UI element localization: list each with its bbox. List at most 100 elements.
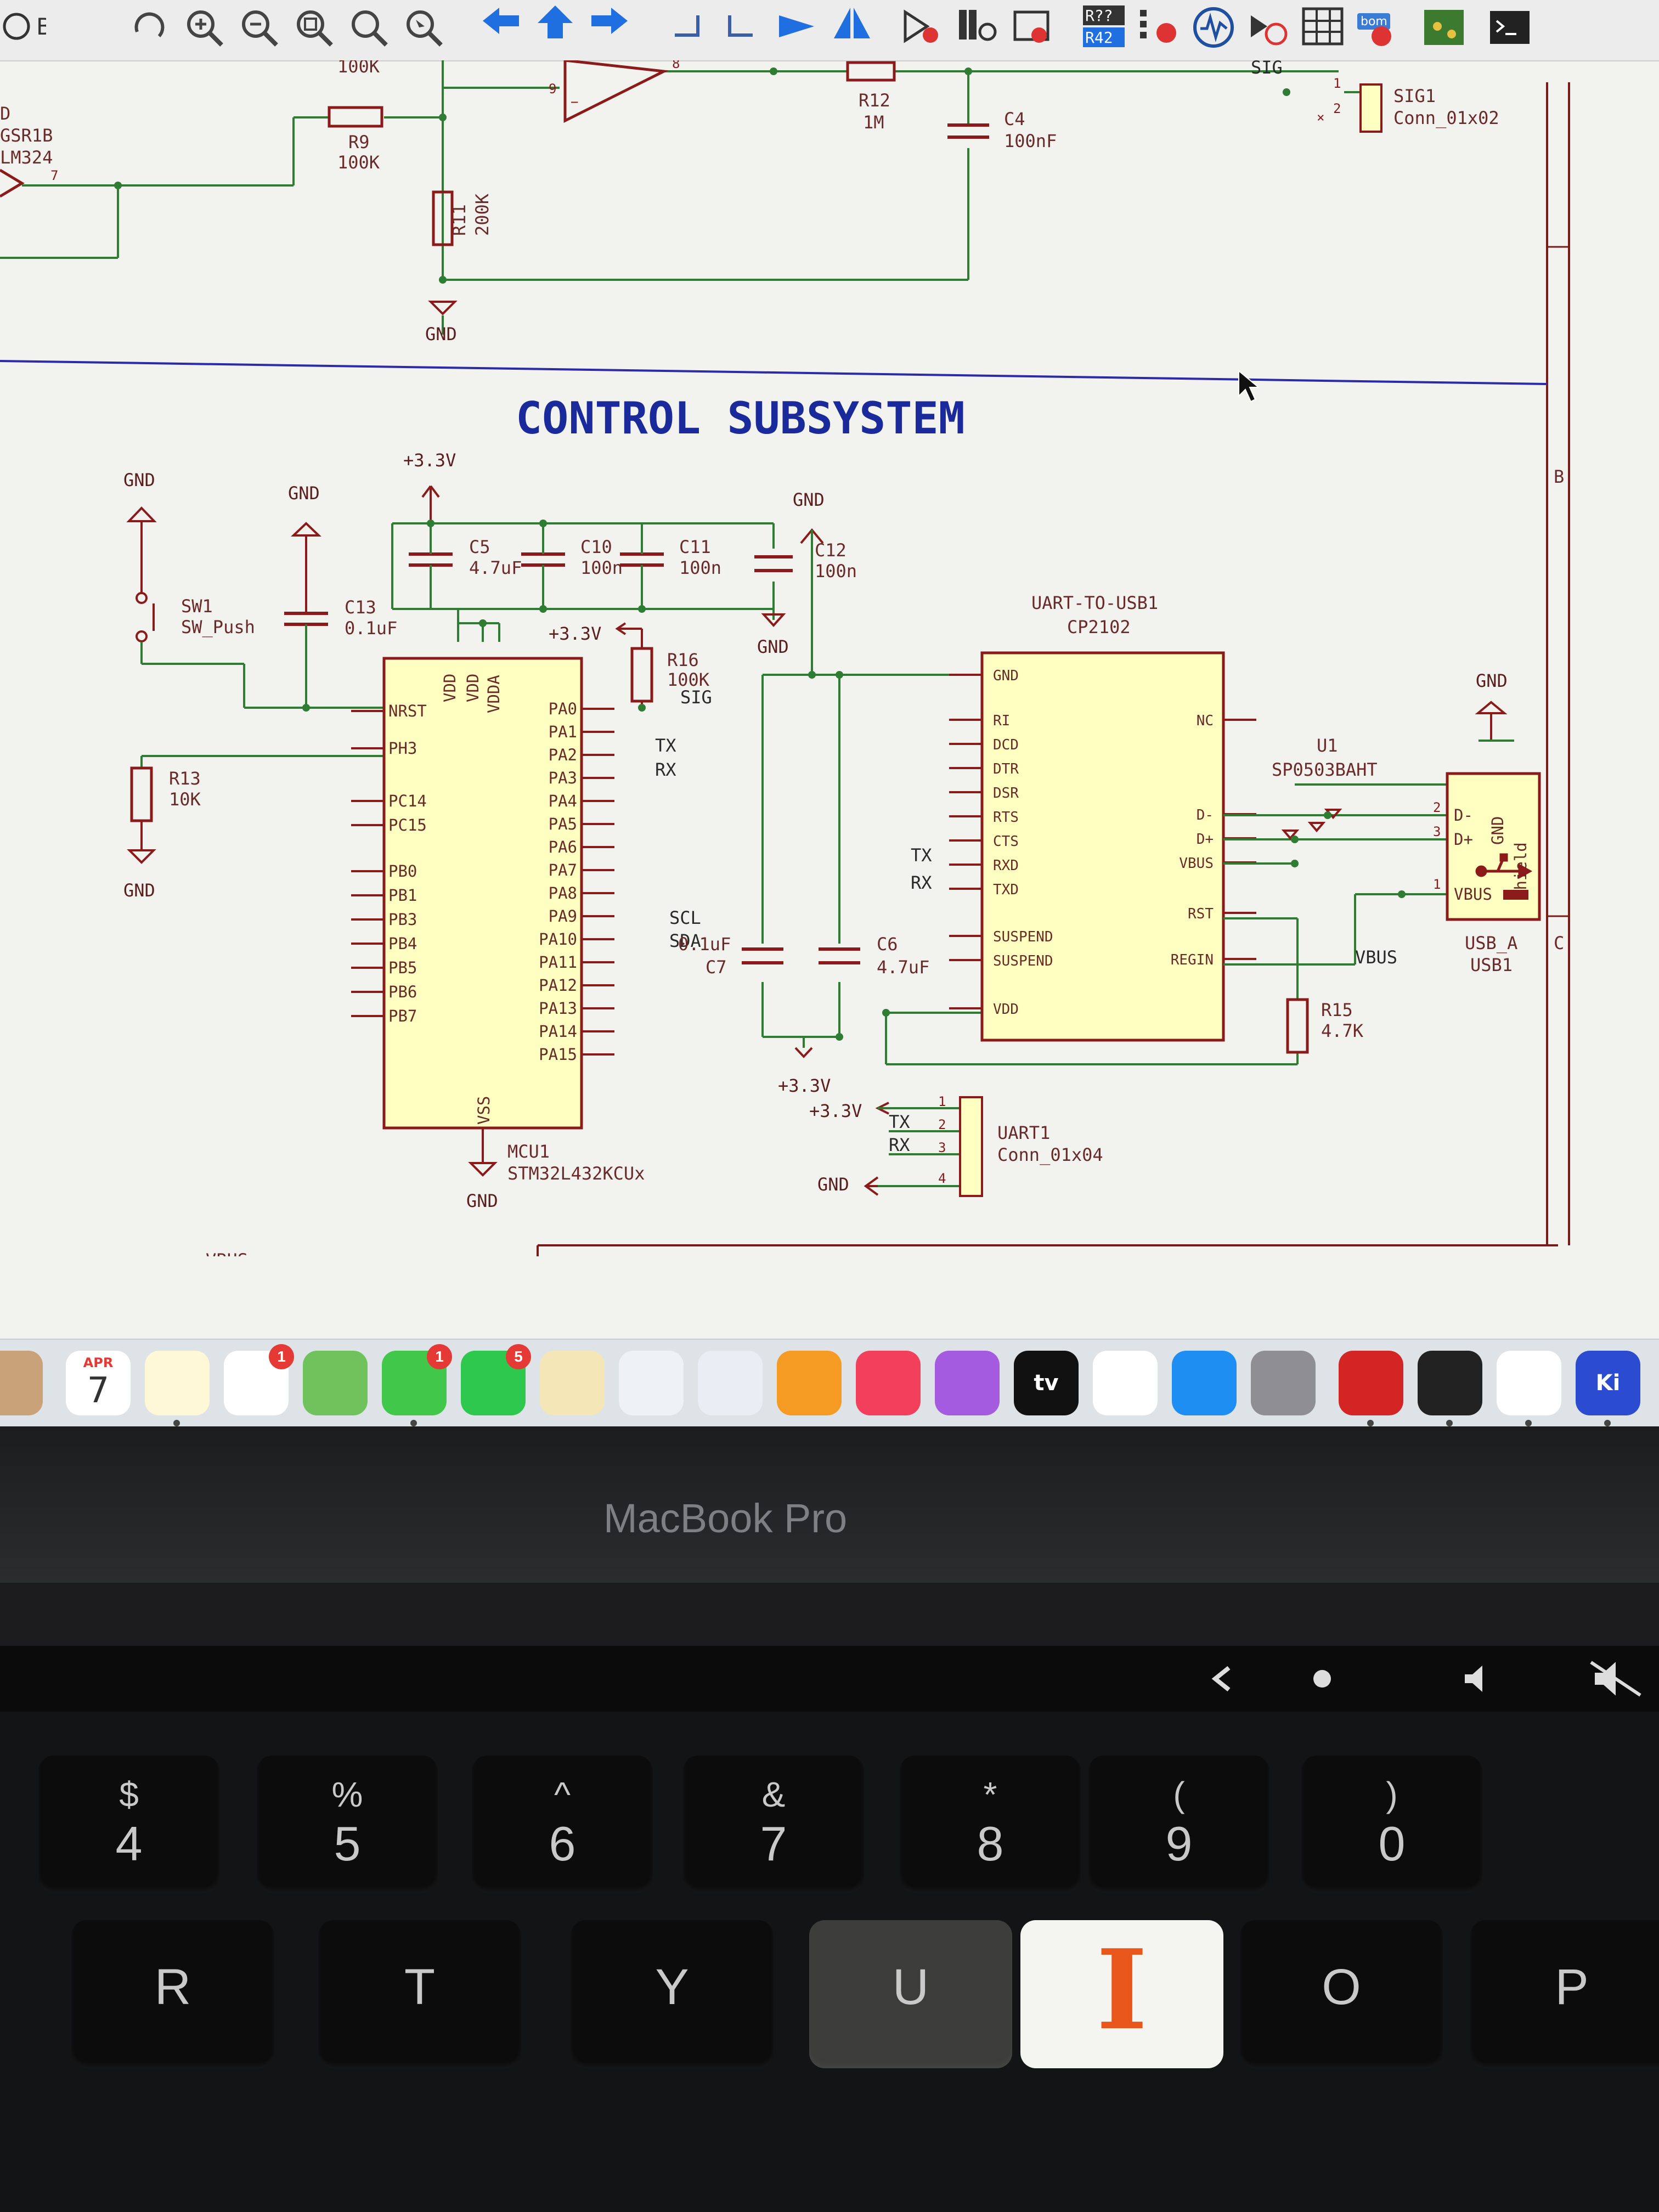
system-settings-icon[interactable] xyxy=(1251,1351,1316,1415)
r11-ref: R11 xyxy=(449,204,470,236)
vcc-label-c6: +3.3V xyxy=(778,1075,831,1096)
gnd-label-c12: GND xyxy=(793,489,825,510)
contacts-app-icon[interactable] xyxy=(0,1351,43,1415)
scripting-console-icon[interactable] xyxy=(1487,4,1533,50)
c4-ref: C4 xyxy=(1004,109,1025,129)
kicad-app-icon[interactable]: Ki xyxy=(1576,1351,1640,1426)
erc-icon[interactable] xyxy=(1136,4,1182,50)
refresh-icon[interactable] xyxy=(126,4,172,50)
key-5[interactable]: %5 xyxy=(257,1756,438,1893)
key-p[interactable]: P xyxy=(1470,1920,1659,2068)
sig1-connector[interactable] xyxy=(1359,83,1383,133)
symbol-library-icon[interactable] xyxy=(955,4,1001,50)
app-store-icon[interactable] xyxy=(1172,1351,1237,1415)
key-main-label: 0 xyxy=(1378,1816,1406,1871)
zoom-objects-icon[interactable] xyxy=(346,4,392,50)
symbol-fields-table-icon[interactable] xyxy=(1300,4,1346,50)
key-6[interactable]: ^6 xyxy=(472,1756,653,1893)
mcu-pin-pa7: PA7 xyxy=(549,861,577,879)
mcu-pin-pb7: PB7 xyxy=(388,1007,417,1025)
gnd-label-r13: GND xyxy=(123,880,155,901)
notes-app-icon[interactable] xyxy=(145,1351,210,1426)
keynote-app-icon[interactable] xyxy=(698,1351,763,1415)
r16-symbol[interactable] xyxy=(630,647,653,703)
chrome-app-icon[interactable] xyxy=(1497,1351,1561,1426)
books-app-icon[interactable] xyxy=(777,1351,842,1415)
pages-app-icon[interactable] xyxy=(540,1351,605,1415)
mcu-pin-pa6: PA6 xyxy=(549,838,577,856)
key-9[interactable]: (9 xyxy=(1088,1756,1269,1893)
calendar-app-icon[interactable]: APR 7 xyxy=(66,1351,131,1415)
simulator-icon[interactable] xyxy=(1190,4,1237,50)
acrobat-app-icon[interactable] xyxy=(1339,1351,1403,1426)
brightness-icon[interactable] xyxy=(1313,1670,1331,1688)
footprint-assign-icon[interactable] xyxy=(1009,4,1056,50)
key-7[interactable]: &7 xyxy=(683,1756,864,1893)
navigate-forward-icon[interactable] xyxy=(587,4,633,50)
r9-symbol[interactable] xyxy=(328,106,383,128)
facetime-app-icon[interactable]: 5 xyxy=(461,1344,531,1415)
r12-symbol[interactable] xyxy=(846,61,896,82)
opamp-symbol[interactable] xyxy=(563,60,669,123)
music-app-icon[interactable] xyxy=(856,1351,921,1415)
bom-icon[interactable]: bom xyxy=(1355,4,1401,50)
mirror-vertical-icon[interactable] xyxy=(774,4,820,50)
numbers-app-icon[interactable] xyxy=(619,1351,684,1415)
schematic-canvas[interactable]: B C D GSR1B LM324 7 xyxy=(0,60,1659,1256)
navigate-back-icon[interactable] xyxy=(477,4,523,50)
maps-app-icon[interactable] xyxy=(303,1351,368,1415)
podcasts-app-icon[interactable] xyxy=(935,1351,1000,1415)
zoom-fit-icon[interactable] xyxy=(291,4,337,50)
news-app-icon[interactable] xyxy=(1093,1351,1158,1415)
r13-symbol[interactable] xyxy=(130,766,153,822)
opamp-partial[interactable] xyxy=(0,168,25,198)
r11-symbol[interactable] xyxy=(432,190,454,246)
zoom-selection-icon[interactable] xyxy=(400,4,447,50)
cp-pin-txd: TXD xyxy=(993,882,1019,898)
key-0[interactable]: )0 xyxy=(1301,1756,1482,1893)
key-shift-label: ^ xyxy=(554,1775,571,1814)
rotate-cw-icon[interactable] xyxy=(719,4,765,50)
key-r[interactable]: R xyxy=(71,1920,274,2068)
c6-ref: C6 xyxy=(877,934,898,955)
volume-icon[interactable] xyxy=(1465,1666,1482,1692)
usb-connector-body[interactable] xyxy=(1446,772,1541,921)
symbol-editor-icon[interactable] xyxy=(900,4,946,50)
touchbar-collapse-icon[interactable] xyxy=(1211,1666,1231,1692)
vcc-label-caps: +3.3V xyxy=(403,450,456,471)
key-8[interactable]: *8 xyxy=(900,1756,1081,1893)
tv-app-icon[interactable]: tv xyxy=(1014,1351,1079,1415)
vcc-label-r16: +3.3V xyxy=(549,623,601,644)
mcu-pin-vdda: VDDA xyxy=(484,675,503,713)
mirror-horizontal-icon[interactable] xyxy=(828,4,874,50)
navigate-up-icon[interactable] xyxy=(532,4,578,50)
pcb-editor-icon[interactable] xyxy=(1421,4,1467,50)
annotate-icon[interactable]: B xyxy=(0,4,52,50)
cp2102-body[interactable] xyxy=(980,651,1225,1042)
laptop-bezel xyxy=(0,1429,1659,1583)
rotate-ccw-icon[interactable] xyxy=(664,4,710,50)
key-y[interactable]: Y xyxy=(571,1920,774,2068)
c5-ref: C5 xyxy=(469,537,490,557)
netlist-icon[interactable] xyxy=(1245,4,1291,50)
mute-icon[interactable] xyxy=(1590,1661,1641,1697)
uart1-connector[interactable] xyxy=(959,1096,983,1197)
annotate-symbols-icon[interactable]: R??R42 xyxy=(1081,4,1127,50)
uart1-ref: UART1 xyxy=(997,1122,1050,1143)
key-o[interactable]: O xyxy=(1240,1920,1443,2068)
key-t[interactable]: T xyxy=(318,1920,521,2068)
key-4[interactable]: $4 xyxy=(38,1756,219,1893)
zoom-in-icon[interactable] xyxy=(181,4,227,50)
key-u[interactable]: U xyxy=(809,1920,1012,2068)
reminders-app-icon[interactable]: 1 xyxy=(224,1344,294,1415)
messages-app-icon[interactable]: 1 xyxy=(382,1344,452,1426)
r15-symbol[interactable] xyxy=(1286,998,1309,1054)
key-shift-label: & xyxy=(761,1775,786,1814)
c13-ref: C13 xyxy=(345,597,376,618)
partial-vbus-label: VBUS xyxy=(206,1250,248,1256)
gnd-label-top: GND xyxy=(425,324,457,345)
zoom-out-icon[interactable] xyxy=(236,4,282,50)
key-i[interactable]: I xyxy=(1020,1920,1223,2068)
key-letter-label: T xyxy=(404,1959,436,2015)
terminal-app-icon[interactable] xyxy=(1418,1351,1482,1426)
